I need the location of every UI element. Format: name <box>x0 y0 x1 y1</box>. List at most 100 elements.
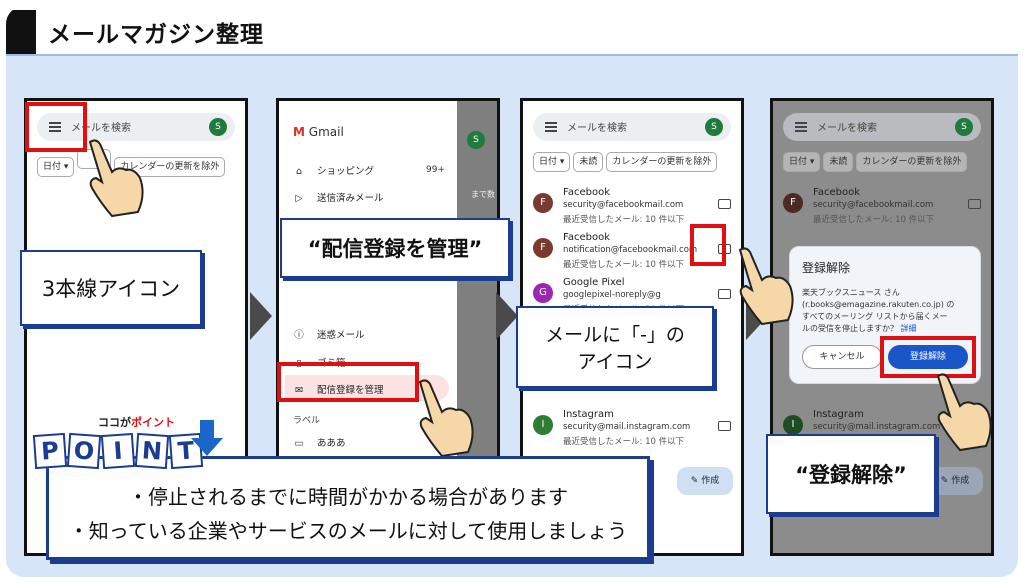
list-item[interactable]: F Facebook security@facebookmail.com 最近受… <box>783 187 987 231</box>
sender-name: Facebook <box>563 232 610 243</box>
title-divider <box>6 54 1018 56</box>
search-bar[interactable]: メールを検索 S <box>533 113 731 141</box>
chip-exclude-calendar[interactable]: カレンダーの更新を除外 <box>114 157 226 177</box>
unsubscribe-icon[interactable] <box>968 199 981 209</box>
label-section-header: ラベル <box>293 416 321 426</box>
chip-date[interactable]: 日付 ▾ <box>533 152 571 172</box>
search-bar[interactable]: メールを検索 S <box>783 113 981 141</box>
down-arrow-icon <box>191 420 223 456</box>
list-item[interactable]: F Facebook security@facebookmail.com 最近受… <box>533 187 737 231</box>
search-placeholder: メールを検索 <box>71 123 131 134</box>
hamburger-menu-icon[interactable] <box>795 122 807 132</box>
sender-detail: 最近受信したメール: 10 件以下 <box>563 437 685 447</box>
hamburger-menu-icon[interactable] <box>49 122 61 132</box>
highlight-manage-subscriptions <box>277 362 419 402</box>
unsubscribe-icon[interactable] <box>718 421 731 431</box>
point-highlight: ポイント <box>131 416 175 429</box>
chip-exclude-calendar[interactable]: カレンダーの更新を除外 <box>606 152 718 172</box>
dialog-body-line: 楽天ブックスニュース さん <box>802 288 900 297</box>
label-icon: ▭ <box>294 438 304 449</box>
callout-mail-icon: メールに「-」の アイコン <box>516 306 714 388</box>
search-placeholder: メールを検索 <box>817 123 877 134</box>
hamburger-menu-icon[interactable] <box>545 122 557 132</box>
menu-item-label-aaa[interactable]: ▭ あああ <box>293 435 473 457</box>
unsubscribe-icon[interactable] <box>718 199 731 209</box>
avatar[interactable]: S <box>209 118 227 136</box>
point-letter: P <box>32 432 68 470</box>
pointing-hand-icon <box>418 379 474 458</box>
avatar[interactable]: S <box>705 118 723 136</box>
list-item[interactable]: F Facebook notification@facebookmail.com… <box>533 232 737 276</box>
unsubscribe-button[interactable]: 登録解除 <box>888 345 968 369</box>
title-mark <box>6 10 36 54</box>
side-text: まで数 <box>471 190 495 199</box>
menu-count: 99+ <box>426 165 445 175</box>
compose-label: 作成 <box>701 476 720 486</box>
pointing-hand-icon <box>738 247 794 326</box>
avatar: F <box>533 238 553 258</box>
sender-name: Instagram <box>563 409 614 420</box>
chip-exclude-calendar[interactable]: カレンダーの更新を除外 <box>856 152 968 172</box>
menu-item-shopping[interactable]: ⌂ ショッピング <box>293 163 473 185</box>
avatar: F <box>533 193 553 213</box>
menu-item-label: 迷惑メール <box>317 330 365 341</box>
avatar: F <box>783 193 803 213</box>
point-letter: N <box>134 432 170 470</box>
avatar[interactable]: S <box>955 118 973 136</box>
dialog-title: 登録解除 <box>802 261 851 275</box>
filter-chips: 日付 ▾未読カレンダーの更新を除外 <box>533 149 720 172</box>
title-bar: メールマガジン整理 <box>6 6 1018 54</box>
search-bar[interactable]: メールを検索 S <box>37 113 235 141</box>
unsubscribe-icon[interactable] <box>718 289 731 299</box>
point-prefix: ココが <box>98 416 131 429</box>
highlight-mail-icon <box>690 224 726 266</box>
sender-name: Facebook <box>563 187 610 198</box>
compose-button[interactable]: ✎ 作成 <box>927 467 983 495</box>
sender-detail: 最近受信したメール: 10 件以下 <box>563 260 685 270</box>
unsubscribe-dialog: 登録解除 楽天ブックスニュース さん (r.books@emagazine.ra… <box>789 246 981 384</box>
step-arrow-icon <box>250 292 272 340</box>
dialog-body: 楽天ブックスニュース さん (r.books@emagazine.rakuten… <box>802 287 974 335</box>
chip-unread[interactable]: 未読 <box>573 152 604 172</box>
point-letters: P O I N T <box>32 432 204 470</box>
point-subtitle: ココがポイント <box>98 414 175 430</box>
cancel-button[interactable]: キャンセル <box>802 345 882 369</box>
chip-date[interactable]: 日付 ▾ <box>783 152 821 172</box>
sender-email: security@facebookmail.com <box>813 200 934 210</box>
compose-button[interactable]: ✎ 作成 <box>677 467 733 495</box>
menu-item-sent[interactable]: ▷ 送信済みメール <box>293 190 473 212</box>
sender-email: notification@facebookmail.com <box>563 245 698 255</box>
point-badge: ココがポイント P O I N T <box>32 414 224 478</box>
avatar[interactable]: S <box>467 131 485 149</box>
tag-icon: ⌂ <box>295 166 303 177</box>
dialog-body-line: ルの受信を停止しますか？ <box>802 324 898 333</box>
menu-item-label: あああ <box>317 438 346 449</box>
slide-frame: メールマガジン整理 メールを検索 S 日付 ▾ カレンダーの更新を除外 S まで数… <box>6 6 1018 577</box>
gmail-m-icon: M <box>293 125 305 139</box>
send-icon: ▷ <box>295 193 303 204</box>
callout-manage-subscriptions: “配信登録を管理” <box>280 218 510 278</box>
alert-icon: ⓘ <box>294 330 304 341</box>
list-item[interactable]: I Instagram security@mail.instagram.com … <box>533 409 737 453</box>
sender-email: security@mail.instagram.com <box>563 422 691 432</box>
sender-name: Facebook <box>813 187 860 198</box>
chip-unread[interactable]: 未読 <box>823 152 854 172</box>
chip-date[interactable]: 日付 ▾ <box>37 157 75 177</box>
avatar: I <box>533 415 553 435</box>
sender-detail: 最近受信したメール: 10 件以下 <box>563 215 685 225</box>
unsubscribe-icon: ✉ <box>295 385 303 396</box>
pointing-hand-icon <box>88 139 144 218</box>
menu-item-spam[interactable]: ⓘ 迷惑メール <box>293 327 473 349</box>
gmail-logo: M Gmail <box>293 125 344 139</box>
point-letter: I <box>100 432 136 470</box>
highlight-unsubscribe-button <box>880 336 976 378</box>
menu-item-label: ショッピング <box>317 166 375 177</box>
menu-item-label: 送信済みメール <box>317 193 384 204</box>
callout-line: メールに「-」の <box>545 324 685 346</box>
detail-link[interactable]: 詳細 <box>900 324 917 333</box>
point-notes: ・停止されるまでに時間がかかる場合があります ・知っている企業やサービスのメール… <box>46 456 650 560</box>
dialog-body-line: (r.books@emagazine.rakuten.co.jp) の <box>802 300 955 309</box>
avatar: I <box>783 415 803 435</box>
note-item: ・停止されるまでに時間がかかる場合があります <box>128 485 568 509</box>
sender-email: security@facebookmail.com <box>563 200 684 210</box>
